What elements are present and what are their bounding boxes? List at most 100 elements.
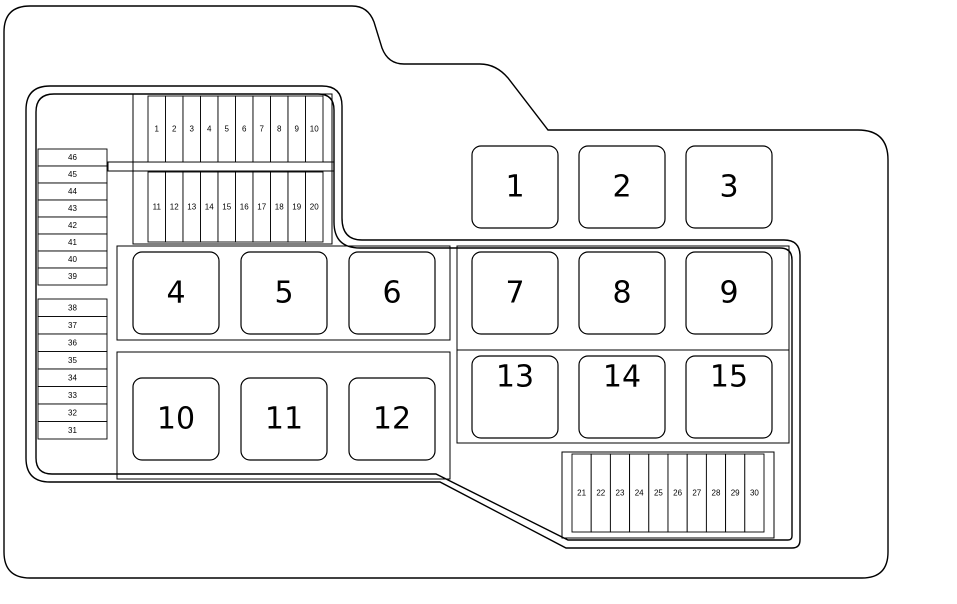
fuse-38-label: 38	[68, 303, 77, 312]
relay-10-label: 10	[157, 402, 195, 437]
fuse-20	[305, 171, 324, 243]
fuse-42-label: 42	[68, 221, 77, 230]
relay-12: 12	[348, 377, 436, 461]
relay-12-box	[348, 377, 436, 461]
relay-3-label: 3	[719, 170, 738, 205]
inner-frame-outline	[25, 85, 801, 549]
relay-11-label: 11	[265, 402, 303, 437]
relay-7: 7	[471, 251, 559, 335]
fuse-46-label: 46	[68, 153, 77, 162]
fuse-10-label: 10	[310, 125, 319, 134]
relay-8: 8	[578, 251, 666, 335]
fuse-2-label: 2	[172, 125, 177, 134]
relay-6-box	[348, 251, 436, 335]
relay-14: 14	[578, 355, 666, 439]
fuse-6-label: 6	[242, 125, 247, 134]
fuse-15-label: 15	[222, 203, 231, 212]
relay-5: 5	[240, 251, 328, 335]
fuse-32-label: 32	[68, 408, 77, 417]
top-fuse-frame	[132, 93, 333, 245]
relay-11-box	[240, 377, 328, 461]
relay-6: 6	[348, 251, 436, 335]
relay-11: 11	[240, 377, 328, 461]
relay-14-box	[578, 355, 666, 439]
fuse-8-label: 8	[277, 125, 282, 134]
relay-2-box	[578, 145, 666, 229]
relay-7-label: 7	[505, 276, 524, 311]
fuse-19-label: 19	[292, 203, 301, 212]
top-fuse-strip-2: 11 12 13 14 15 16 17 18 19 20	[147, 171, 324, 243]
relay-9-box	[685, 251, 773, 335]
relay-frame-10-12	[116, 351, 451, 480]
fuse-23-label: 23	[616, 489, 625, 498]
fuse-27-label: 27	[692, 489, 701, 498]
relay-4-box	[132, 251, 220, 335]
fuse-13-label: 13	[187, 203, 196, 212]
fuse-41-label: 41	[68, 238, 77, 247]
relay-frame-4-6	[116, 245, 451, 341]
fuse-28-label: 28	[712, 489, 721, 498]
fuse-39-label: 39	[68, 272, 77, 281]
fuse-24-label: 24	[635, 489, 644, 498]
relay-8-label: 8	[612, 276, 631, 311]
fuse-10	[305, 95, 324, 163]
relay-7-box	[471, 251, 559, 335]
fuse-12-label: 12	[170, 203, 179, 212]
fuse-37-label: 37	[68, 321, 77, 330]
fuse-44-label: 44	[68, 187, 77, 196]
relay-15: 15	[685, 355, 773, 439]
fuse-26-label: 26	[673, 489, 682, 498]
fuse-35-label: 35	[68, 356, 77, 365]
inner-frame-inner-outline	[35, 93, 793, 541]
fuse-40-label: 40	[68, 255, 77, 264]
relay-15-label: 15	[710, 360, 748, 395]
relay-6-label: 6	[382, 276, 401, 311]
relay-14-label: 14	[603, 360, 641, 395]
fuse-45-label: 45	[68, 170, 77, 179]
relay-15-box	[685, 355, 773, 439]
relay-5-label: 5	[274, 276, 293, 311]
relay-8-box	[578, 251, 666, 335]
relay-3: 3	[685, 145, 773, 229]
fuse-5-label: 5	[225, 125, 230, 134]
relay-3-box	[685, 145, 773, 229]
fuse-18-label: 18	[275, 203, 284, 212]
bottom-fuse-frame	[561, 451, 775, 539]
fuse-30-label: 30	[750, 489, 759, 498]
fuse-14-label: 14	[205, 203, 214, 212]
fuse-30	[744, 453, 765, 533]
fuse-33-label: 33	[68, 391, 77, 400]
relay-13-box	[471, 355, 559, 439]
fuse-7-label: 7	[260, 125, 265, 134]
top-fuse-connector	[107, 161, 335, 172]
fuse-36-label: 36	[68, 338, 77, 347]
relay-10: 10	[132, 377, 220, 461]
relay-9-label: 9	[719, 276, 738, 311]
fuse-22-label: 22	[596, 489, 605, 498]
fuse-29-label: 29	[731, 489, 740, 498]
left-fuse-strip-upper: 46 45 44 43 42 41 40 39	[37, 148, 108, 286]
relay-2: 2	[578, 145, 666, 229]
fuse-11-label: 11	[153, 203, 162, 212]
fuse-20-label: 20	[310, 203, 319, 212]
fuse-9-label: 9	[295, 125, 300, 134]
relay-2-label: 2	[612, 170, 631, 205]
relay-5-box	[240, 251, 328, 335]
relay-1-box	[471, 145, 559, 229]
fuse-1-label: 1	[155, 125, 160, 134]
relay-12-label: 12	[373, 402, 411, 437]
fuse-16-label: 16	[240, 203, 249, 212]
relay-1: 1	[471, 145, 559, 229]
fuse-25-label: 25	[654, 489, 663, 498]
relay-9: 9	[685, 251, 773, 335]
fuse-31	[37, 421, 108, 440]
fuse-17-label: 17	[257, 203, 266, 212]
fuse-3-label: 3	[190, 125, 195, 134]
relay-13-label: 13	[496, 360, 534, 395]
relay-4: 4	[132, 251, 220, 335]
fuse-43-label: 43	[68, 204, 77, 213]
